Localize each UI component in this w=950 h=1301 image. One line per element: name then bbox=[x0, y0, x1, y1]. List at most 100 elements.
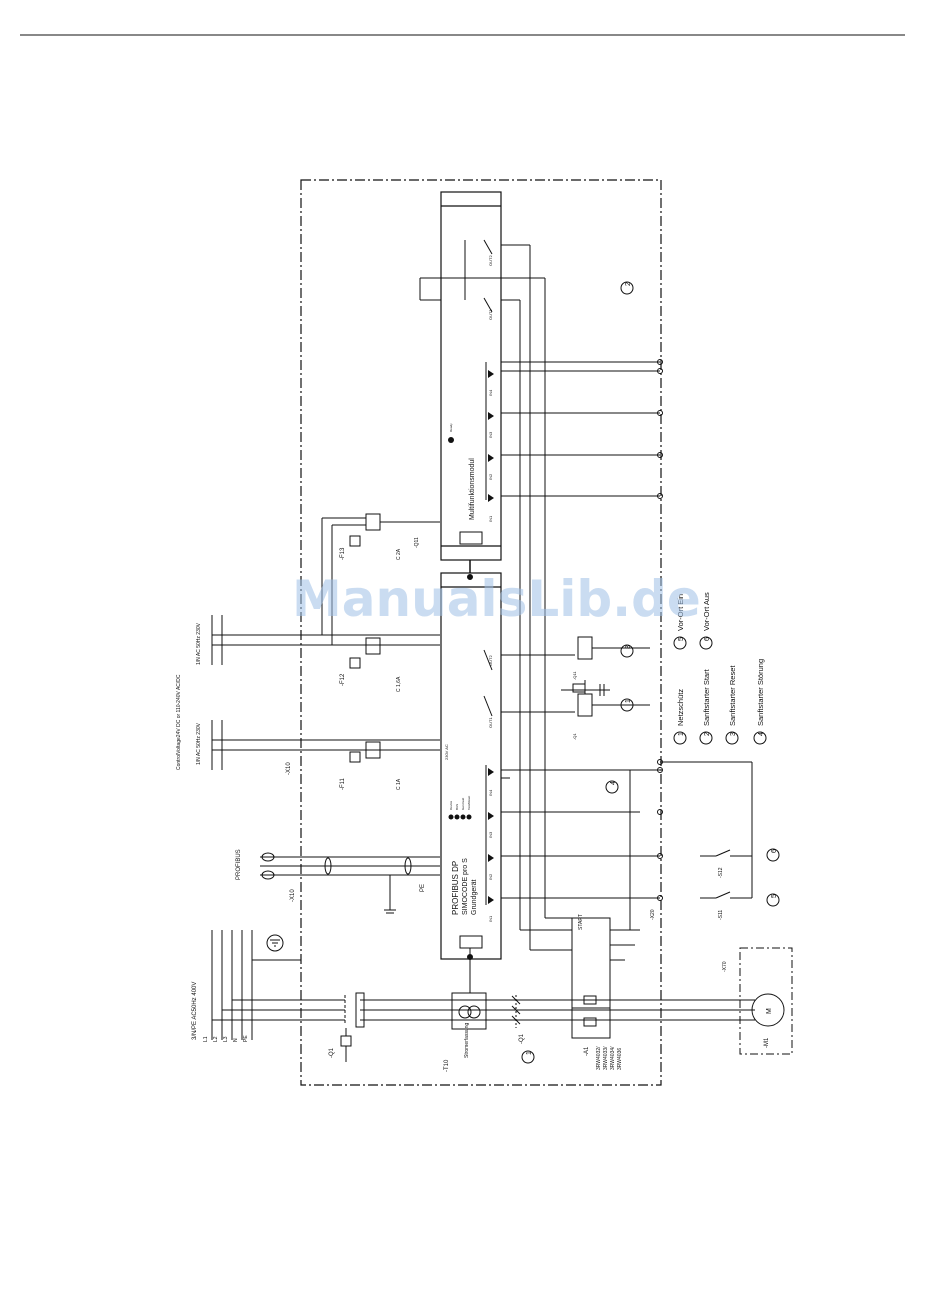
legend-text-1: Netzschütz bbox=[676, 689, 685, 726]
marker-1a: 1 bbox=[625, 699, 632, 703]
basic-unit-leds bbox=[448, 814, 472, 820]
marker-6: 6 bbox=[771, 849, 778, 853]
failure-loop bbox=[501, 769, 631, 930]
a1-type-1: 3RW4032/ bbox=[596, 1046, 602, 1070]
ac-supply-2-label: 1/N AC 50Hz 230V bbox=[196, 622, 202, 665]
earth-icon bbox=[266, 934, 284, 952]
basic-unit-input-diodes bbox=[488, 768, 494, 904]
marker-3: 3 bbox=[625, 645, 632, 649]
a1-label: -A1 bbox=[584, 1046, 590, 1056]
legend-num-2: 2 bbox=[704, 732, 711, 736]
fuse-f12 bbox=[349, 637, 381, 669]
s12-label: -S12 bbox=[718, 867, 724, 878]
cabinet-frame bbox=[300, 179, 662, 1086]
diagram-markers bbox=[521, 281, 780, 1064]
f12-label: -F12 bbox=[340, 673, 346, 686]
m1-symbol: M bbox=[766, 1008, 773, 1014]
basic-unit-subtitle: Grundgerät bbox=[471, 880, 478, 915]
led-testreset: Test/Reset bbox=[467, 796, 471, 810]
t10-label: -T10 bbox=[444, 1059, 450, 1072]
f11-rating: C 1A bbox=[396, 778, 402, 790]
legend-num-3: 3 bbox=[730, 732, 737, 736]
legend-num-5: 5 bbox=[678, 637, 685, 641]
x70-label: -X70 bbox=[722, 961, 728, 972]
profibus-connector bbox=[260, 852, 440, 914]
phase-label-n: N bbox=[233, 1038, 239, 1042]
x10-label-bottom: -X10 bbox=[290, 889, 296, 902]
a1-type-3: 3RW4034/ bbox=[610, 1046, 616, 1070]
basic-in3: IN3 bbox=[488, 831, 493, 838]
marker-2: 2 bbox=[625, 282, 632, 286]
basic-in2: IN2 bbox=[488, 873, 493, 880]
watermark: ManualsLib.de bbox=[292, 570, 701, 628]
led-genfault: Gen.fault bbox=[461, 798, 465, 810]
control-supply-1 bbox=[211, 720, 440, 770]
mains-label: 3/N/PE AC50Hz 400V bbox=[192, 982, 198, 1040]
x20-label: -X20 bbox=[650, 909, 656, 920]
marker-4: 4 bbox=[610, 781, 617, 785]
basic-unit-voltage: 230V AC bbox=[444, 744, 449, 760]
phase-label-l1: L1 bbox=[203, 1036, 209, 1042]
m1-label: -M1 bbox=[764, 1037, 770, 1048]
basic-unit-name: SIMOCODE pro S bbox=[462, 858, 469, 915]
legend-num-1: 1 bbox=[678, 732, 685, 736]
mains-supply bbox=[211, 930, 345, 1040]
mf-out2: OUT2 bbox=[488, 255, 493, 266]
basic-in4: IN4 bbox=[488, 789, 493, 796]
marker-1b: 1 bbox=[526, 1051, 533, 1055]
phase-label-l3: L3 bbox=[223, 1036, 229, 1042]
phase-label-pe: PE bbox=[243, 1035, 249, 1042]
legend-text-3: Sanftstarter Reset bbox=[728, 665, 737, 726]
led-bus: BUS bbox=[455, 804, 459, 810]
mf-in4: IN4 bbox=[488, 389, 493, 396]
legend-num-4: 4 bbox=[758, 732, 765, 736]
q1-label: -Q1 bbox=[329, 1047, 335, 1058]
pushbuttons bbox=[660, 761, 753, 899]
current-sensor-t10 bbox=[451, 960, 487, 1030]
ac-supply-1-label: 1/N AC 50Hz 230V bbox=[196, 722, 202, 765]
f13-label: -F13 bbox=[340, 547, 346, 560]
basic-unit-title: PROFIBUS DP bbox=[451, 861, 460, 915]
basic-unit-sensor bbox=[459, 574, 483, 960]
mf-in2: IN2 bbox=[488, 473, 493, 480]
control-supply-2 bbox=[211, 615, 440, 665]
legend-text-2: Sanftstarter Start bbox=[702, 668, 711, 726]
legend-num-6: 6 bbox=[704, 637, 711, 641]
breaker-q1 bbox=[340, 992, 365, 1062]
contactor-q1 bbox=[511, 995, 521, 1028]
basic-out2: OUT2 bbox=[488, 655, 493, 666]
basic-unit-inputs bbox=[485, 765, 660, 905]
legend bbox=[673, 636, 767, 745]
t10-name: Stromerfassung bbox=[464, 1022, 470, 1058]
multifunction-title: Multifunktionsmodul bbox=[469, 458, 476, 520]
legend-text-6: Vor-Ort Aus bbox=[702, 592, 711, 631]
multifunction-box bbox=[440, 191, 502, 561]
ready-label: Ready bbox=[449, 423, 453, 432]
phase-label-l2: L2 bbox=[213, 1036, 219, 1042]
q1-coil-label: -Q1 bbox=[572, 733, 577, 740]
mf-in3: IN3 bbox=[488, 431, 493, 438]
f11-label: -F11 bbox=[340, 777, 346, 790]
a1-type-4: 3RW4036 bbox=[617, 1048, 623, 1070]
legend-text-4: Sanftstarter Störung bbox=[756, 659, 765, 726]
softstarter-a1 bbox=[571, 917, 640, 1039]
basic-in1: IN1 bbox=[488, 915, 493, 922]
q11-coil-label: -Q11 bbox=[572, 671, 577, 680]
pe-label: PE bbox=[420, 884, 426, 892]
x10-label-top: -X10 bbox=[286, 762, 292, 775]
power-lines bbox=[360, 999, 755, 1021]
legend-text-5: Vor-Ort Ein bbox=[676, 594, 685, 631]
softstarter-start-label: START bbox=[578, 914, 584, 930]
fuse-f13 bbox=[321, 513, 440, 645]
f13-rating: C 2A bbox=[396, 548, 402, 560]
basic-out1: OUT1 bbox=[488, 717, 493, 728]
terminal-rail bbox=[657, 359, 663, 901]
fuse-f11 bbox=[349, 741, 386, 763]
control-voltage-label: ControlVoltage24V DC or 110-240V AC/DC bbox=[176, 674, 182, 770]
mf-out1: OUT1 bbox=[488, 309, 493, 320]
s11-label: -S11 bbox=[718, 910, 724, 920]
motor-m1 bbox=[739, 947, 793, 1055]
a1-type-2: 3RW4033/ bbox=[603, 1046, 609, 1070]
q11-label: -Q11 bbox=[414, 537, 420, 548]
